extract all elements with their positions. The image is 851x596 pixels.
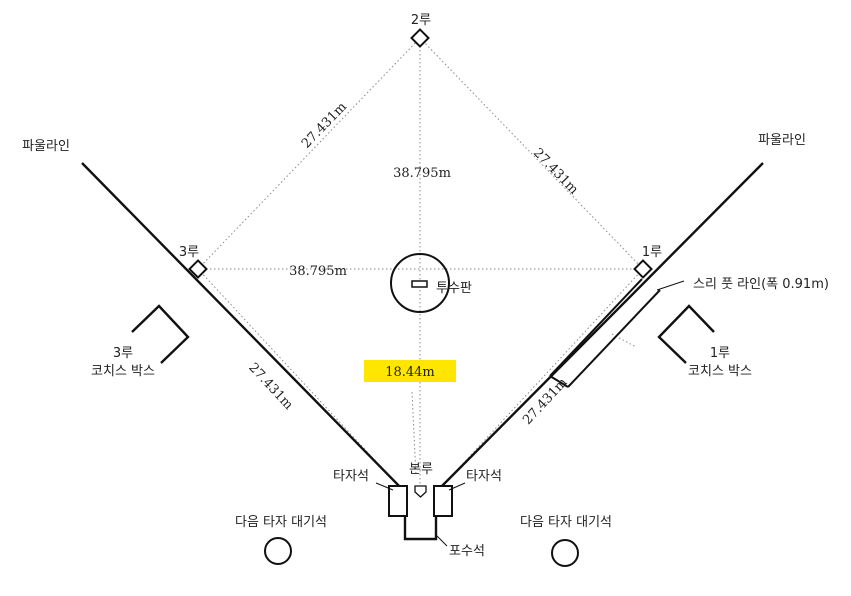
batters-box-right [433,485,453,517]
batters-box-left [388,485,408,517]
catchers-box [403,514,438,541]
foul-line-right [435,162,764,493]
measure-first-to-third: 38.795m [289,264,347,279]
on-deck-left-label: 다음 타자 대기석 [235,515,327,530]
second-base-label: 2루 [411,13,431,28]
pitching-distance-highlight [364,360,456,382]
second-base-icon [410,28,430,48]
first-coach-box-label-1: 1루 [710,346,730,361]
foul-line-right-label: 파울라인 [758,133,806,148]
third-coach-box-label-2: 코치스 박스 [91,364,155,379]
on-deck-right-label: 다음 타자 대기석 [520,515,612,530]
pitchers-plate [411,280,428,288]
measure-home-to-3b: 27.431m [245,360,295,413]
dotted-guides [197,37,644,488]
pitchers-plate-label: 투수판 [436,281,472,296]
home-plate-label: 본루 [409,462,433,477]
home-plate-icon [414,485,427,498]
third-coach-box-label-1: 3루 [113,346,133,361]
foul-line-left [81,162,406,493]
measure-3b-to-2b: 27.431m [299,100,350,152]
measure-home-to-second: 38.795m [393,166,451,181]
first-base-icon [633,259,653,279]
three-foot-line-label: 스리 풋 라인(폭 0.91m) [693,277,829,292]
first-coach-box [657,304,715,364]
third-base-icon [188,259,208,279]
pitchers-mound [390,253,450,313]
measure-pitching-distance: 18.44m [385,365,435,380]
three-foot-line [549,278,685,388]
third-base-label: 3루 [179,245,199,260]
batters-box-left-label: 타자석 [333,469,369,484]
third-coach-box [131,304,190,364]
foul-line-left-label: 파울라인 [22,139,70,154]
on-deck-circle-left [264,537,292,565]
first-base-label: 1루 [642,245,662,260]
on-deck-circle-right [551,539,579,567]
first-coach-box-label-2: 코치스 박스 [688,364,752,379]
measure-2b-to-1b: 27.431m [530,146,581,198]
catchers-box-label: 포수석 [449,544,485,559]
batters-box-right-label: 타자석 [466,469,502,484]
